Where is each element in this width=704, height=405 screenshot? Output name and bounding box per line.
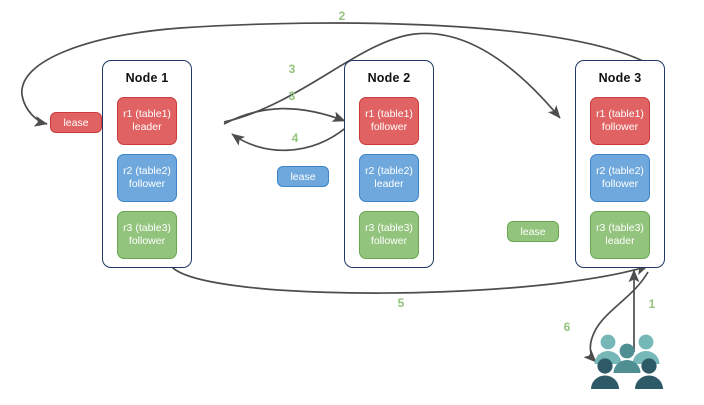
step-label-3-lower: 3 [288, 89, 296, 103]
node-2-range-r1-line1: r1 (table1) [365, 107, 413, 120]
node-1-range-r2-line2: follower [128, 178, 166, 190]
node-1-range-r1[interactable]: r1 (table1) leader [117, 97, 177, 145]
lease-badge-r1[interactable]: lease [50, 112, 102, 133]
node-2-range-r3-line1: r3 (table3) [365, 221, 413, 234]
step-label-6: 6 [563, 320, 571, 334]
node-3-range-r2[interactable]: r2 (table2) follower [590, 154, 650, 202]
node-3-range-r3[interactable]: r3 (table3) leader [590, 211, 650, 259]
node-3-range-r1-line2: follower [601, 121, 639, 133]
edge-3-node1-to-node2 [223, 107, 346, 125]
node-3-range-r3-line2: leader [605, 235, 635, 247]
node-1-range-r2[interactable]: r2 (table2) follower [117, 154, 177, 202]
lease-badge-r2[interactable]: lease [277, 166, 329, 187]
node-1-range-r1-line1: r1 (table1) [123, 107, 171, 120]
node-1-range-r1-line2: leader [132, 121, 162, 133]
step-label-3-upper: 3 [288, 62, 296, 76]
node-2-range-r1-line2: follower [370, 121, 408, 133]
node-3-range-r1[interactable]: r1 (table1) follower [590, 97, 650, 145]
node-1-container[interactable]: Node 1 r1 (table1) leader r2 (table2) fo… [102, 60, 192, 268]
users-group-icon [591, 334, 663, 389]
node-2-range-r2-line2: leader [374, 178, 404, 190]
step-label-2: 2 [338, 9, 346, 23]
node-2-container[interactable]: Node 2 r1 (table1) follower r2 (table2) … [344, 60, 434, 268]
step-label-4: 4 [291, 131, 299, 145]
node-2-range-r3[interactable]: r3 (table3) follower [359, 211, 419, 259]
node-1-range-r3[interactable]: r3 (table3) follower [117, 211, 177, 259]
node-2-range-r2[interactable]: r2 (table2) leader [359, 154, 419, 202]
node-1-range-r2-line1: r2 (table2) [123, 164, 171, 177]
node-1-title: Node 1 [125, 71, 169, 85]
node-3-title: Node 3 [598, 71, 642, 85]
node-3-container[interactable]: Node 3 r1 (table1) follower r2 (table2) … [575, 60, 665, 268]
node-3-range-r1-line1: r1 (table1) [596, 107, 644, 120]
step-label-5: 5 [397, 296, 405, 310]
lease-badge-r3[interactable]: lease [507, 221, 559, 242]
node-2-title: Node 2 [367, 71, 411, 85]
node-1-range-r3-line1: r3 (table3) [123, 221, 171, 234]
node-3-range-r3-line1: r3 (table3) [596, 221, 644, 234]
node-2-range-r2-line1: r2 (table2) [365, 164, 413, 177]
node-3-range-r2-line1: r2 (table2) [596, 164, 644, 177]
node-2-range-r1[interactable]: r1 (table1) follower [359, 97, 419, 145]
node-1-range-r3-line2: follower [128, 235, 166, 247]
node-2-range-r3-line2: follower [370, 235, 408, 247]
node-3-range-r2-line2: follower [601, 178, 639, 190]
step-label-1: 1 [648, 297, 656, 311]
edge-5-node1-to-node3 [171, 264, 649, 294]
